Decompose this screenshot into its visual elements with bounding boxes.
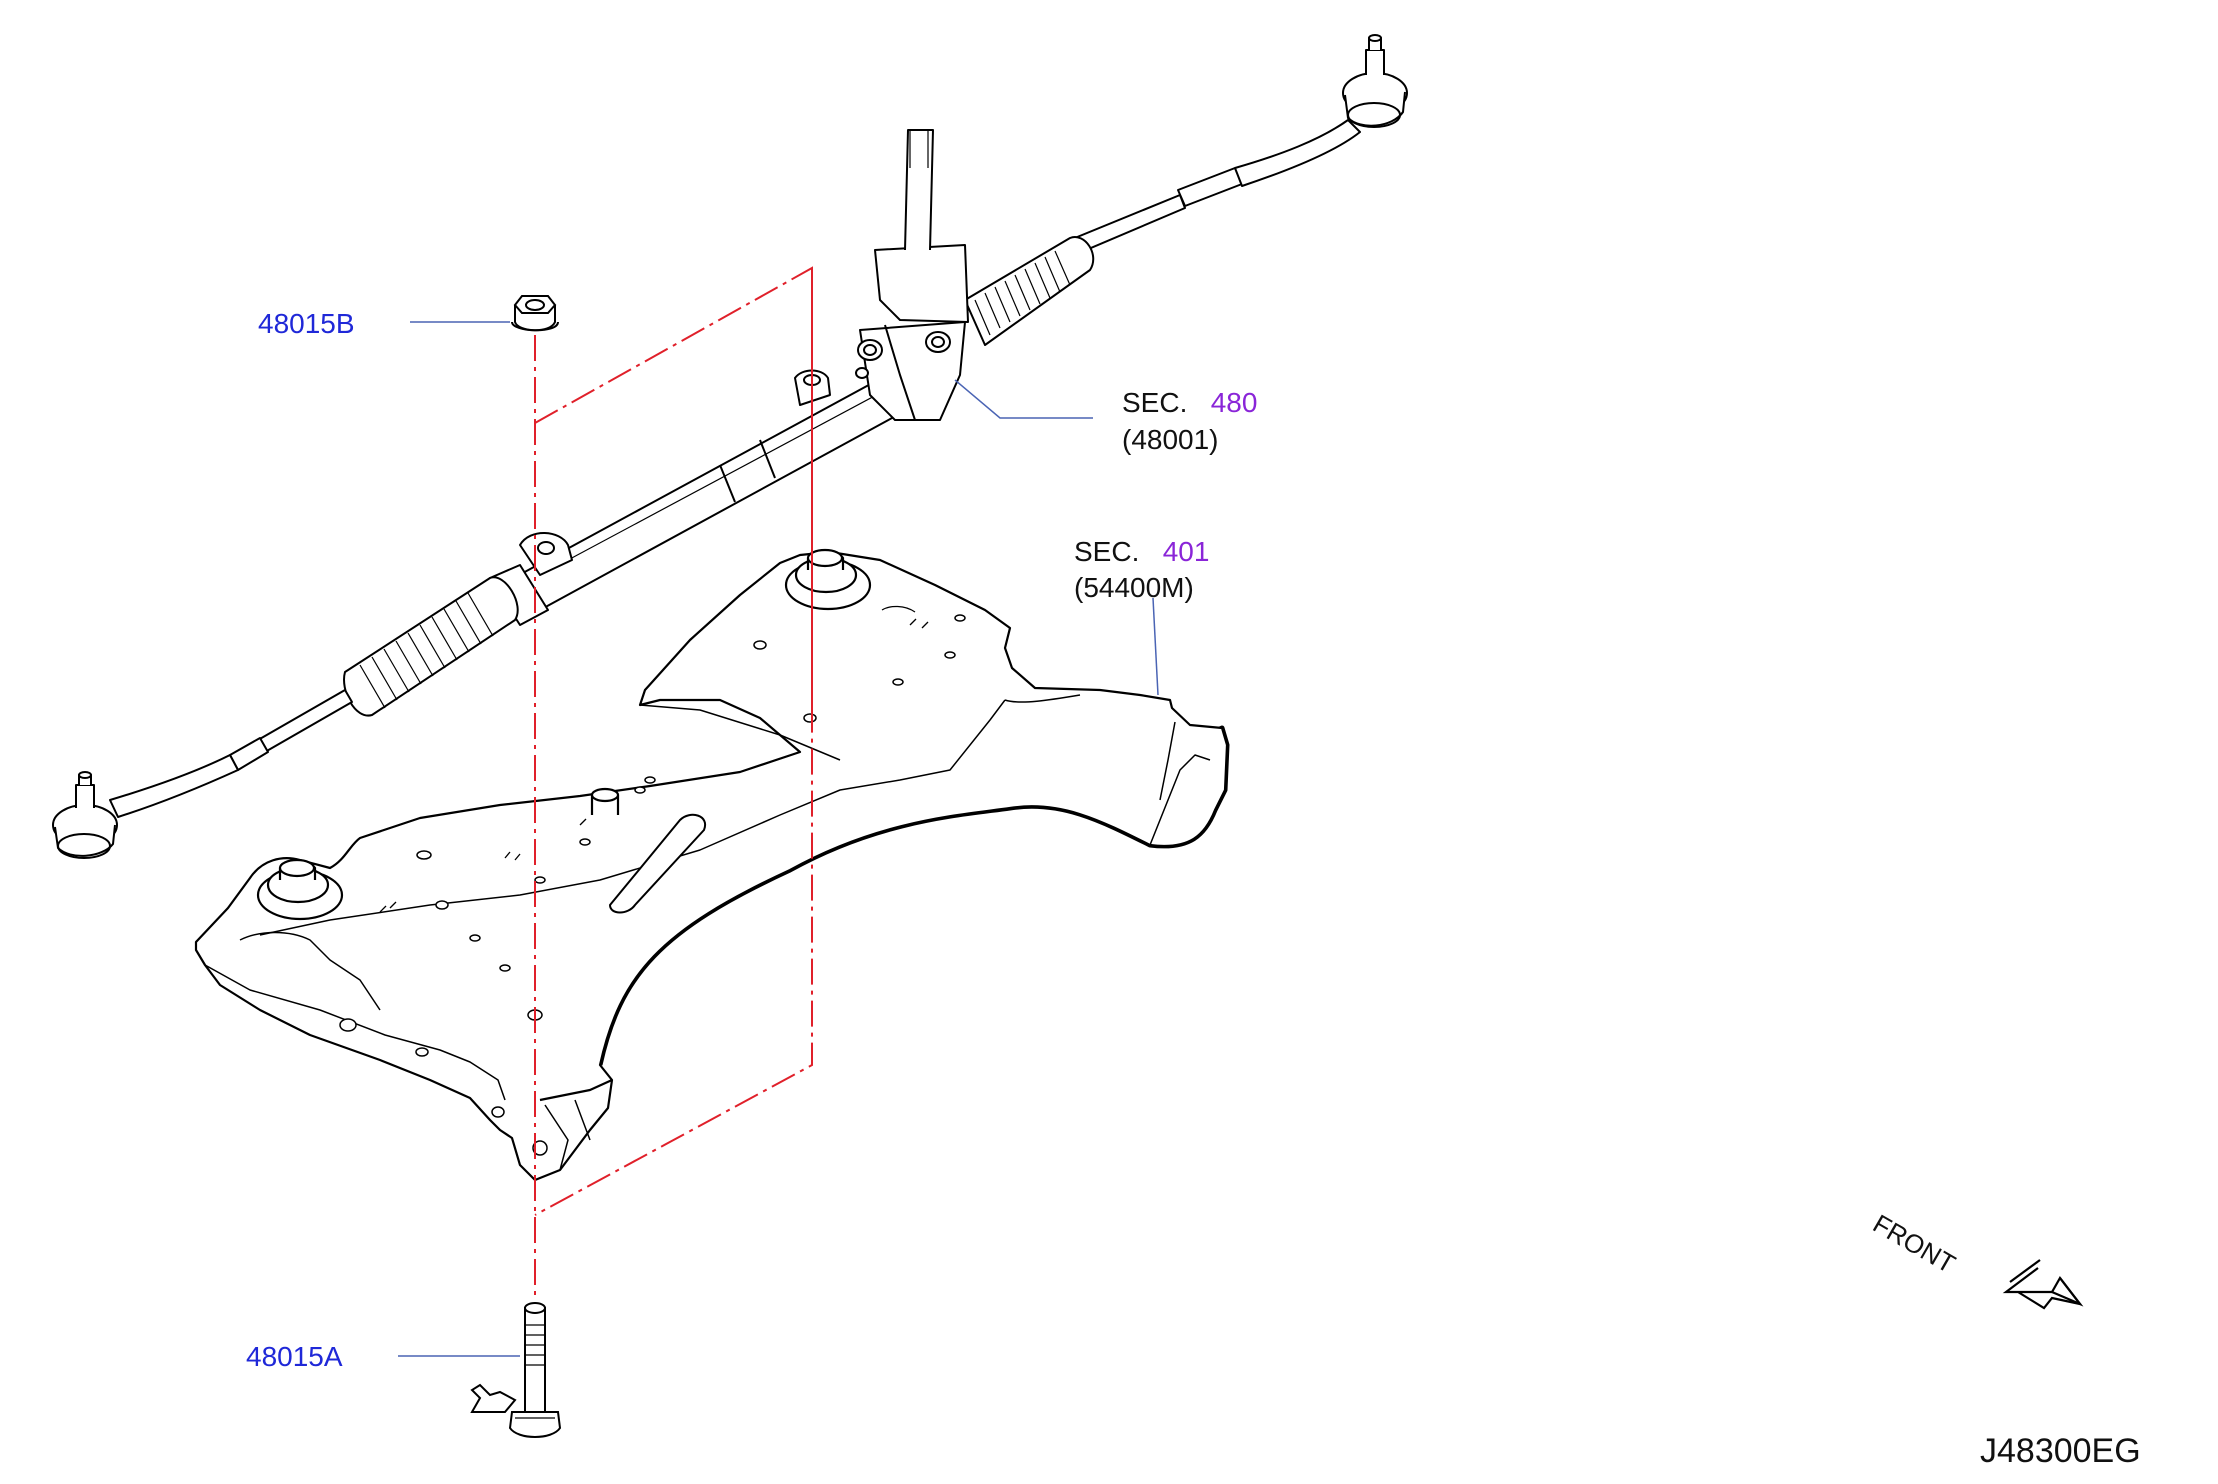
leader-sec-480 <box>954 379 1093 419</box>
sec-prefix: SEC. <box>1122 387 1188 418</box>
leader-lines <box>398 321 1159 1357</box>
front-suspension-member <box>194 548 1230 1182</box>
bolt-48015a <box>470 1302 562 1438</box>
section-label-member: SEC. 401 <box>1074 538 1209 566</box>
sec-prefix: SEC. <box>1074 536 1140 567</box>
diagram-id: J48300EG <box>1980 1432 2141 1470</box>
section-link-480[interactable]: 480 <box>1210 387 1258 418</box>
nut-48015b <box>511 295 559 332</box>
ref-steering-gear: (48001) <box>1122 424 1219 455</box>
leader-sec-401 <box>1152 597 1159 696</box>
section-link-401[interactable]: 401 <box>1162 536 1210 567</box>
section-label-steering-gear: SEC. 480 <box>1122 389 1257 417</box>
steering-gear-assembly <box>52 34 1408 859</box>
part-link-48015b[interactable]: 48015B <box>258 308 355 339</box>
alignment-centerlines <box>534 266 813 1300</box>
part-link-48015a[interactable]: 48015A <box>246 1341 343 1372</box>
ref-member: (54400M) <box>1074 572 1194 603</box>
front-arrow-icon <box>2002 1259 2084 1310</box>
